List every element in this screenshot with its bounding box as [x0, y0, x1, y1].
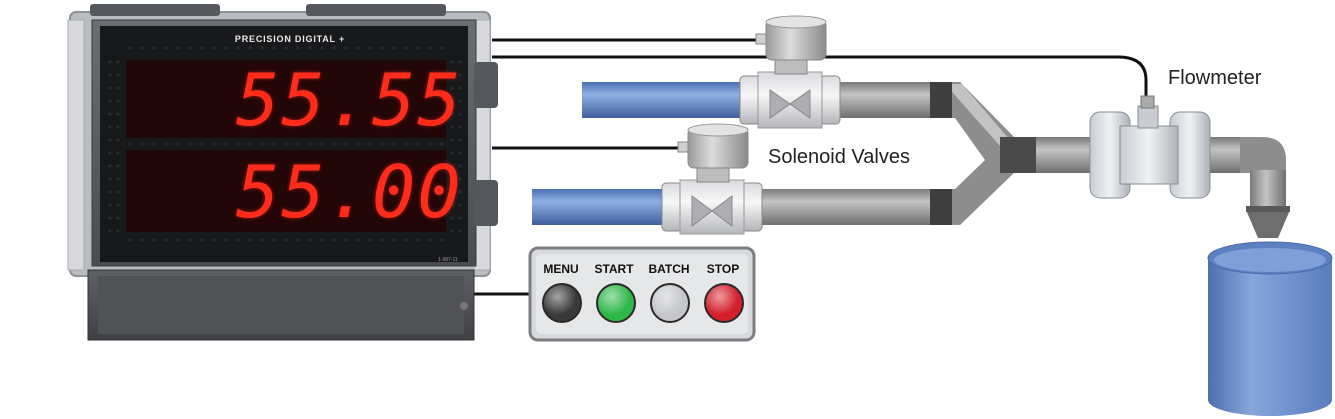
meter-display-bottom: 55.00	[236, 150, 463, 234]
signal-wires	[474, 38, 1148, 296]
stop-button-label: STOP	[706, 262, 740, 276]
collection-tank	[1207, 241, 1333, 416]
stop-button[interactable]	[704, 283, 744, 323]
solenoid-valves-label: Solenoid Valves	[768, 146, 910, 168]
control-panel	[528, 246, 756, 342]
menu-button-label: MENU	[543, 262, 579, 276]
batch-button[interactable]	[650, 283, 690, 323]
meter-brand-mark: +	[339, 34, 346, 44]
meter-indicator-led	[443, 96, 448, 101]
menu-button[interactable]	[542, 283, 582, 323]
batch-button-label: BATCH	[648, 262, 690, 276]
lower-solenoid-valve	[661, 123, 763, 235]
wire-to-flowmeter	[492, 55, 1148, 103]
start-button-label: START	[594, 262, 634, 276]
meter-brand-text: PRECISION DIGITAL	[234, 34, 336, 44]
start-button[interactable]	[596, 283, 636, 323]
meter-brand: PRECISION DIGITAL +	[190, 34, 390, 44]
upper-solenoid-valve	[739, 15, 841, 129]
meter-model-tag: 1-987-11	[438, 257, 458, 263]
upper-blue-inlet-pipe	[582, 82, 752, 118]
flowmeter-label: Flowmeter	[1168, 67, 1262, 89]
meter-front-dots	[108, 46, 462, 242]
lower-blue-inlet-pipe	[532, 189, 670, 225]
panel-meter-case	[67, 4, 498, 341]
meter-display-top: 55.55	[236, 58, 463, 142]
gray-manifold	[760, 82, 1290, 238]
flowmeter	[1089, 95, 1211, 199]
